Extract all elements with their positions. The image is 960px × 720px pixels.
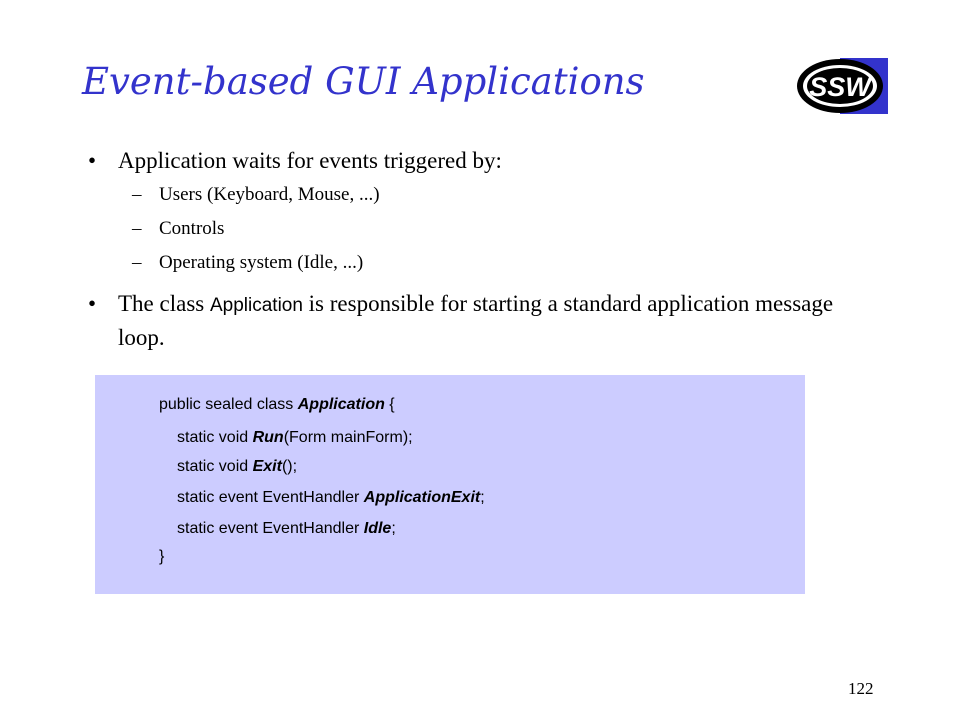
inline-code-application: Application xyxy=(209,295,303,316)
bullet-2-text: The class Application is responsible for… xyxy=(118,288,878,354)
dash-marker: – xyxy=(132,252,142,273)
code-identifier: ApplicationExit xyxy=(363,489,481,506)
code-text: ; xyxy=(391,520,396,537)
code-text: ; xyxy=(480,489,485,506)
bullet-marker: • xyxy=(88,291,97,316)
bullet-2-text-before: The class xyxy=(118,291,210,316)
dash-marker: – xyxy=(132,218,142,239)
bullet-2-text-after: is responsible for starting a standard a… xyxy=(118,291,834,350)
code-line-class: public sealed class Application { xyxy=(159,396,395,414)
code-line-run: static void Run(Form mainForm); xyxy=(177,429,413,447)
sub-item-text: Operating system (Idle, ...) xyxy=(159,252,364,273)
code-identifier: Exit xyxy=(252,458,282,475)
code-line-idle: static event EventHandler Idle; xyxy=(177,520,396,538)
code-text: static void xyxy=(177,458,253,475)
code-identifier: Idle xyxy=(363,520,392,537)
code-text: static event EventHandler xyxy=(177,520,364,537)
sub-item-text: Controls xyxy=(159,218,225,239)
page-number: 122 xyxy=(848,679,874,698)
code-text: (); xyxy=(281,458,298,475)
bullet-marker: • xyxy=(88,148,97,173)
slide-title: Event-based GUI Applications xyxy=(82,60,645,103)
sub-item-text: Users (Keyboard, Mouse, ...) xyxy=(159,184,380,205)
ssw-logo: SSW xyxy=(796,58,890,114)
code-text: (Form mainForm); xyxy=(283,429,413,446)
code-line-close-brace: } xyxy=(159,548,165,565)
code-text: static event EventHandler xyxy=(177,489,364,506)
code-line-application-exit: static event EventHandler ApplicationExi… xyxy=(177,489,485,507)
code-identifier: Application xyxy=(297,396,385,413)
code-identifier: Run xyxy=(252,429,284,446)
code-text: public sealed class xyxy=(159,396,298,413)
code-line-exit: static void Exit(); xyxy=(177,458,297,476)
bullet-1-text: Application waits for events triggered b… xyxy=(118,148,502,173)
dash-marker: – xyxy=(132,184,142,205)
code-block: public sealed class Application { static… xyxy=(95,375,805,594)
code-text: { xyxy=(384,396,395,413)
logo-text: SSW xyxy=(809,72,873,102)
code-text: static void xyxy=(177,429,253,446)
